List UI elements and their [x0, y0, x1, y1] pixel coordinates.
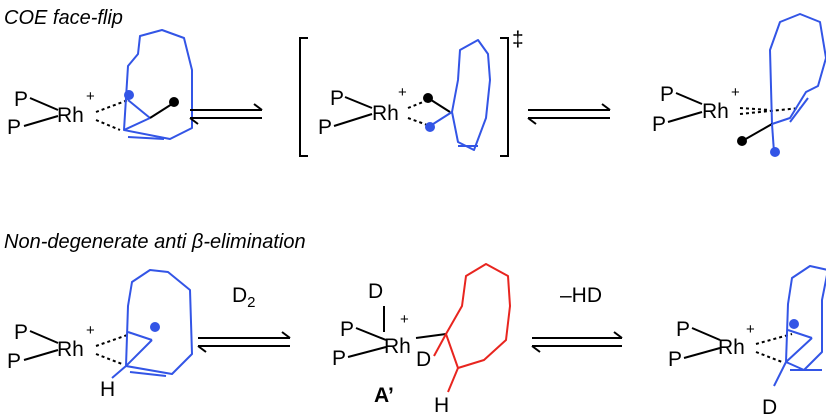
charge-label: + [731, 84, 740, 101]
c-d-bond [433, 333, 447, 357]
ring-bond [127, 99, 151, 119]
deuterium-top-label: D [368, 280, 383, 303]
hydrogen-label: H [100, 378, 115, 401]
blue-marker-dot [124, 90, 134, 100]
phosphine-bottom-label: P [652, 113, 666, 136]
charge-label: + [86, 322, 95, 339]
section2-title-symbol: β [191, 231, 203, 253]
blue-marker-dot [789, 319, 799, 329]
equilibrium-arrow-hd: –HD [531, 284, 623, 353]
phosphine-top-label: P [14, 88, 28, 111]
rh-c-bond [415, 333, 447, 339]
rhodium-label: Rh [702, 100, 729, 123]
coordination-bond [95, 99, 129, 113]
charge-label: + [400, 311, 409, 328]
p-rh-bond [23, 115, 59, 127]
rhodium-label: Rh [384, 335, 411, 358]
section2-title: Non-degenerate anti β-elimination [4, 231, 306, 253]
rhodium-label: Rh [372, 102, 399, 125]
charge-label: + [746, 321, 755, 338]
coe-complex-h: P P Rh + H [7, 269, 193, 401]
black-marker-dot [423, 93, 433, 103]
coe-complex-3: P P Rh + [652, 13, 826, 157]
cyclooctane-ring [445, 263, 511, 369]
deuterium-ring-label: D [416, 348, 431, 371]
rhodium-label: Rh [57, 338, 84, 361]
compound-a-prime: P P Rh + D D H A’ [332, 263, 511, 414]
p-rh-bond [29, 97, 59, 111]
cyclooctene-ring [769, 13, 826, 125]
equilibrium-arrow [189, 103, 263, 125]
compound-label: A’ [374, 384, 394, 407]
phosphine-top-label: P [14, 321, 28, 344]
phosphine-bottom-label: P [318, 116, 332, 139]
coordination-bond [739, 107, 801, 115]
charge-label: + [86, 88, 95, 105]
ring-bond [787, 329, 813, 339]
p-rh-bond [675, 92, 703, 105]
arrow1-reagent: D [232, 284, 247, 307]
p-rh-bond [29, 330, 59, 344]
blue-marker-dot [150, 322, 160, 332]
cyclooctene-ring [123, 29, 193, 140]
hydrogen-ring-label: H [434, 394, 449, 414]
phosphine-top-label: P [330, 87, 344, 110]
phosphine-top-label: P [340, 318, 354, 341]
p-rh-bond [347, 346, 387, 358]
p-rh-bond [333, 113, 373, 127]
blue-marker-dot [425, 122, 435, 132]
double-bond-line [129, 371, 167, 377]
arrow1-reagent-label: D2 [232, 284, 256, 311]
cyclooctene-ring [451, 39, 491, 151]
phosphine-bottom-label: P [7, 116, 21, 139]
p-rh-bond [667, 111, 703, 123]
deuterium-label: D [762, 396, 777, 414]
cyclooctene-ring [125, 269, 193, 375]
phosphine-bottom-label: P [332, 347, 346, 370]
p-rh-bond [691, 327, 721, 341]
left-bracket [299, 37, 308, 157]
substituent-bond [149, 103, 173, 119]
coordination-bond [95, 353, 123, 365]
coordination-bond [739, 107, 771, 111]
ring-bond [773, 361, 787, 387]
coordination-bond [95, 119, 121, 131]
p-rh-bond [683, 347, 721, 359]
arrow2-label: –HD [560, 284, 602, 307]
blue-marker-dot [770, 147, 780, 157]
black-marker-dot [169, 97, 179, 107]
section2-title-suffix: -elimination [203, 231, 305, 253]
c-h-bond [447, 367, 459, 393]
black-marker-dot [737, 136, 747, 146]
transition-state-mark: ‡ [512, 28, 524, 51]
transition-state: ‡ P P Rh + [299, 28, 524, 157]
p-rh-bond [344, 96, 373, 109]
phosphine-top-label: P [676, 318, 690, 341]
p-rh-bond [23, 349, 59, 361]
phosphine-bottom-label: P [7, 350, 21, 373]
coordination-bond [755, 351, 783, 363]
p-rh-bond [355, 327, 387, 341]
coe-complex-1: P P Rh + [7, 29, 193, 140]
phosphine-bottom-label: P [668, 348, 682, 371]
arrow1-reagent-subscript: 2 [247, 294, 255, 311]
ring-bond [127, 331, 153, 341]
coe-complex-d: P P Rh + D [668, 265, 826, 414]
rhodium-label: Rh [718, 336, 745, 359]
right-bracket [500, 37, 509, 157]
ring-bond [111, 365, 127, 379]
double-bond-line [789, 97, 809, 123]
equilibrium-arrow [527, 103, 611, 125]
equilibrium-arrow-d2: D2 [197, 284, 291, 353]
section1-title: COE face-flip [4, 7, 123, 29]
substituent-bond [743, 123, 773, 141]
coordination-bond [95, 333, 131, 347]
section2-title-prefix: Non-degenerate anti [4, 231, 192, 253]
charge-label: + [398, 84, 407, 101]
cyclooctene-ring [785, 265, 826, 371]
phosphine-top-label: P [660, 83, 674, 106]
double-bond-line [127, 136, 165, 140]
rhodium-label: Rh [57, 104, 84, 127]
